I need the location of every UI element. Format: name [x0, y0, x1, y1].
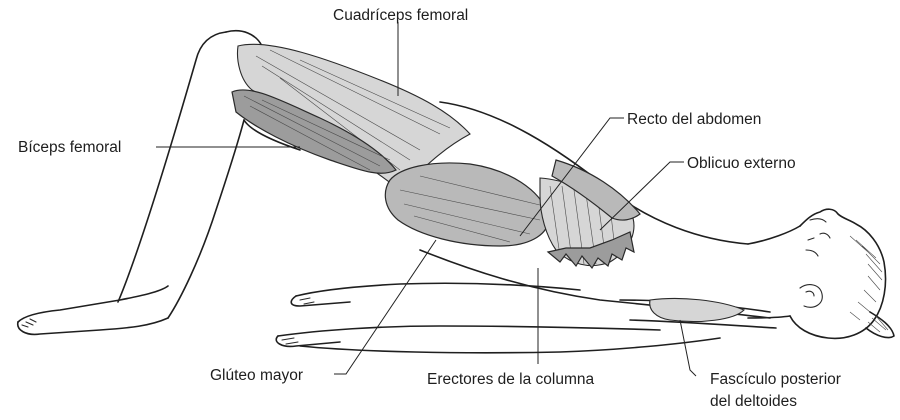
- label-external-oblique: Oblicuo externo: [687, 155, 796, 172]
- posterior-deltoid-muscle: [650, 298, 744, 321]
- muscle-groups: [232, 44, 744, 321]
- label-posterior-deltoid-line2: del deltoides: [710, 393, 797, 410]
- label-posterior-deltoid-line1: Fascículo posterior: [710, 371, 841, 388]
- label-quadriceps: Cuadríceps femoral: [333, 7, 468, 24]
- label-biceps-femoral: Bíceps femoral: [18, 139, 121, 156]
- label-gluteus-maximus: Glúteo mayor: [210, 367, 303, 384]
- label-rectus-abdominis: Recto del abdomen: [627, 111, 761, 128]
- label-erector-spinae: Erectores de la columna: [427, 371, 595, 388]
